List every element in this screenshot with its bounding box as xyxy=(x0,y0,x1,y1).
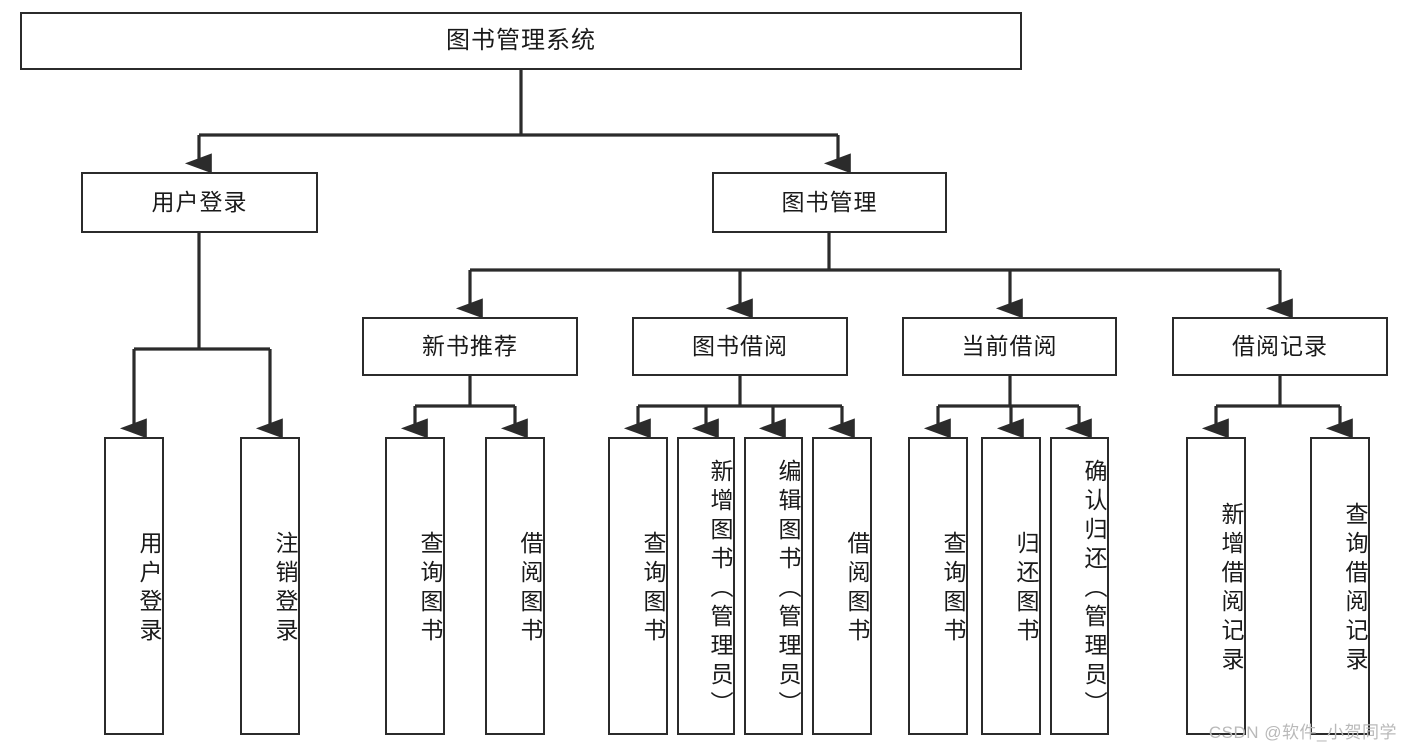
node-label: 查询图书 xyxy=(417,531,443,647)
leaf-query-book-current[interactable]: 查询图书 xyxy=(908,437,968,735)
node-label: 新增图书（管理员） xyxy=(707,458,733,720)
node-book-borrow[interactable]: 图书借阅 xyxy=(632,317,848,376)
node-label: 用户登录 xyxy=(136,531,162,647)
node-user-login[interactable]: 用户登录 xyxy=(81,172,318,233)
node-label: 新增借阅记录 xyxy=(1218,502,1244,676)
node-label: 编辑图书（管理员） xyxy=(775,458,801,720)
node-label: 图书管理系统 xyxy=(446,26,596,54)
leaf-add-borrow-record[interactable]: 新增借阅记录 xyxy=(1186,437,1246,735)
node-new-book-recommend[interactable]: 新书推荐 xyxy=(362,317,578,376)
node-label: 注销登录 xyxy=(272,531,298,647)
node-label: 查询借阅记录 xyxy=(1342,502,1368,676)
node-label: 查询图书 xyxy=(940,531,966,647)
node-root[interactable]: 图书管理系统 xyxy=(20,12,1022,70)
leaf-query-book-borrow[interactable]: 查询图书 xyxy=(608,437,668,735)
leaf-edit-book-admin[interactable]: 编辑图书（管理员） xyxy=(744,437,803,735)
node-label: 图书管理 xyxy=(781,188,878,215)
node-label: 借阅记录 xyxy=(1232,332,1328,359)
node-label: 当前借阅 xyxy=(961,332,1058,359)
leaf-query-book-recommend[interactable]: 查询图书 xyxy=(385,437,445,735)
leaf-logout[interactable]: 注销登录 xyxy=(240,437,300,735)
node-book-management[interactable]: 图书管理 xyxy=(712,172,947,233)
node-current-borrow[interactable]: 当前借阅 xyxy=(902,317,1117,376)
node-label: 查询图书 xyxy=(640,531,666,647)
leaf-add-book-admin[interactable]: 新增图书（管理员） xyxy=(677,437,735,735)
node-label: 确认归还（管理员） xyxy=(1081,458,1107,720)
node-label: 图书借阅 xyxy=(692,332,788,359)
node-label: 借阅图书 xyxy=(517,531,543,647)
node-label: 用户登录 xyxy=(151,188,248,215)
leaf-query-borrow-record[interactable]: 查询借阅记录 xyxy=(1310,437,1370,735)
node-label: 新书推荐 xyxy=(422,332,518,359)
watermark: CSDN @软件_小贺同学 xyxy=(1208,723,1397,742)
node-label: 借阅图书 xyxy=(844,531,870,647)
node-label: 归还图书 xyxy=(1013,531,1039,647)
leaf-return-book[interactable]: 归还图书 xyxy=(981,437,1041,735)
leaf-confirm-return-admin[interactable]: 确认归还（管理员） xyxy=(1050,437,1109,735)
leaf-borrow-book[interactable]: 借阅图书 xyxy=(812,437,872,735)
leaf-borrow-book-recommend[interactable]: 借阅图书 xyxy=(485,437,545,735)
node-borrow-record[interactable]: 借阅记录 xyxy=(1172,317,1388,376)
leaf-user-login[interactable]: 用户登录 xyxy=(104,437,164,735)
